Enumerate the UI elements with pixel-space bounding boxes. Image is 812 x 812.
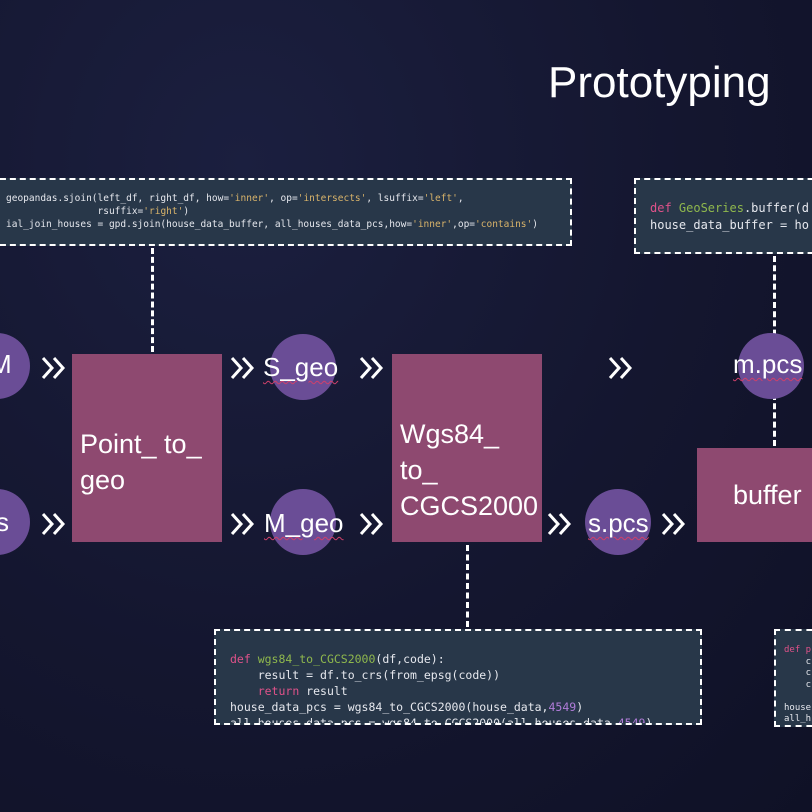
code-token: all_h [784,714,812,724]
code-token: house_data_pcs = wgs84_to_CGCS2000(house… [230,700,549,714]
code-token: 'intersects' [297,193,367,204]
code-token: def [650,201,679,215]
code-token: result [299,684,348,698]
code-token: def [230,652,258,666]
code-token [230,684,258,698]
code-token: 'contains' [475,219,533,230]
data-label-m-pcs: m.pcs [733,349,803,379]
connector-wgs84-to-code [466,545,469,627]
code-line: house [784,703,812,715]
data-label-s-pcs: s.pcs [588,508,649,538]
code-token: house [784,702,812,713]
process-wgs84-to-cgcs2000: Wgs84_ to_ CGCS2000 [392,354,542,542]
code-token: ) [645,716,653,725]
process-wgs84-to-cgcs2000-label: Wgs84_ to_ CGCS2000 [400,419,539,521]
data-label-s-left: s [0,507,9,537]
data-circle-s-geo [270,334,336,400]
code-line: all_houses_data_pcs = wgs84_to_CGCS2000(… [230,715,700,725]
double-chevron-right-icon [41,356,66,380]
process-point-to-geo-label: Point_ to_ geo [80,429,202,495]
code-token: ) [183,206,190,217]
code-token: c [784,679,812,690]
code-line: def wgs84_to_CGCS2000(df,code): [230,651,700,667]
code-token: wgs84_to_CGCS2000 [257,652,376,666]
code-token: ) [576,700,584,714]
data-circle-m-pcs [738,333,804,399]
code-line: all_h [784,714,812,725]
code-token: (df,code): [375,652,445,666]
code-token: , op= [269,193,298,204]
code-line: ial_join_houses = gpd.sjoin(house_data_b… [6,218,570,231]
code-line: c [784,657,812,669]
data-circle-m-geo [270,489,336,555]
slide-title: Prototyping [548,58,771,107]
data-label-m-left: M [0,349,12,379]
code-token: ) [532,219,538,230]
code-block-sjoin: geopandas.sjoin(left_df, right_df, how='… [0,178,572,246]
code-token: 'left' [423,193,458,204]
code-line: return result [230,683,700,699]
process-buffer: buffer [697,448,812,542]
code-token: 'inner' [229,193,270,204]
process-point-to-geo: Point_ to_ geo [72,354,222,542]
data-circle-s-pcs [585,489,651,555]
double-chevron-right-icon [359,512,384,536]
code-token: .buffer(d [743,201,809,215]
code-line: house_data_pcs = wgs84_to_CGCS2000(house… [230,699,700,715]
code-line [784,691,812,703]
code-token: return [257,684,300,698]
code-token: 4549 [548,700,577,714]
code-token: GeoSeries [678,201,744,215]
code-token: ial_join_houses = gpd.sjoin(house_data_b… [6,219,413,230]
data-label-m-geo: M_geo [264,508,344,538]
code-token: rsuffix= [6,206,144,217]
code-line: def p [784,645,812,657]
code-token: result = df.to_crs(from_epsg(code)) [230,668,501,682]
double-chevron-right-icon [41,512,66,536]
code-token: , lsuffix= [366,193,424,204]
double-chevron-right-icon [661,512,686,536]
code-token: , [457,193,464,204]
double-chevron-right-icon [547,512,572,536]
process-buffer-label: buffer [733,480,802,510]
data-label-s-geo: S_geo [263,352,339,382]
code-token: 4549 [617,716,646,725]
code-block-wgs84-to-cgcs2000: def wgs84_to_CGCS2000(df,code): result =… [214,629,702,725]
code-line: house_data_buffer = ho [650,217,812,234]
code-token: def p [784,645,812,655]
code-line: def GeoSeries.buffer(d [650,200,812,217]
code-token: c [784,668,812,678]
code-token: c [784,656,812,667]
code-token: house_data_buffer = ho [650,218,809,232]
double-chevron-right-icon [608,356,633,380]
code-line: c [784,680,812,692]
code-token: all_houses_data_pcs = wgs84_to_CGCS2000(… [230,716,618,725]
double-chevron-right-icon [359,356,384,380]
connector-sjoin-to-point-to-geo [151,248,154,352]
code-token: ,op= [452,219,476,230]
code-line: geopandas.sjoin(left_df, right_df, how='… [6,192,570,205]
code-token: 'right' [143,206,184,217]
code-line: rsuffix='right') [6,205,570,218]
code-line: result = df.to_crs(from_epsg(code)) [230,667,700,683]
code-token [784,691,806,701]
double-chevron-right-icon [230,512,255,536]
double-chevron-right-icon [230,356,255,380]
code-token: 'inner' [412,219,453,230]
code-line: c [784,668,812,680]
code-token: geopandas.sjoin(left_df, right_df, how= [6,193,230,204]
